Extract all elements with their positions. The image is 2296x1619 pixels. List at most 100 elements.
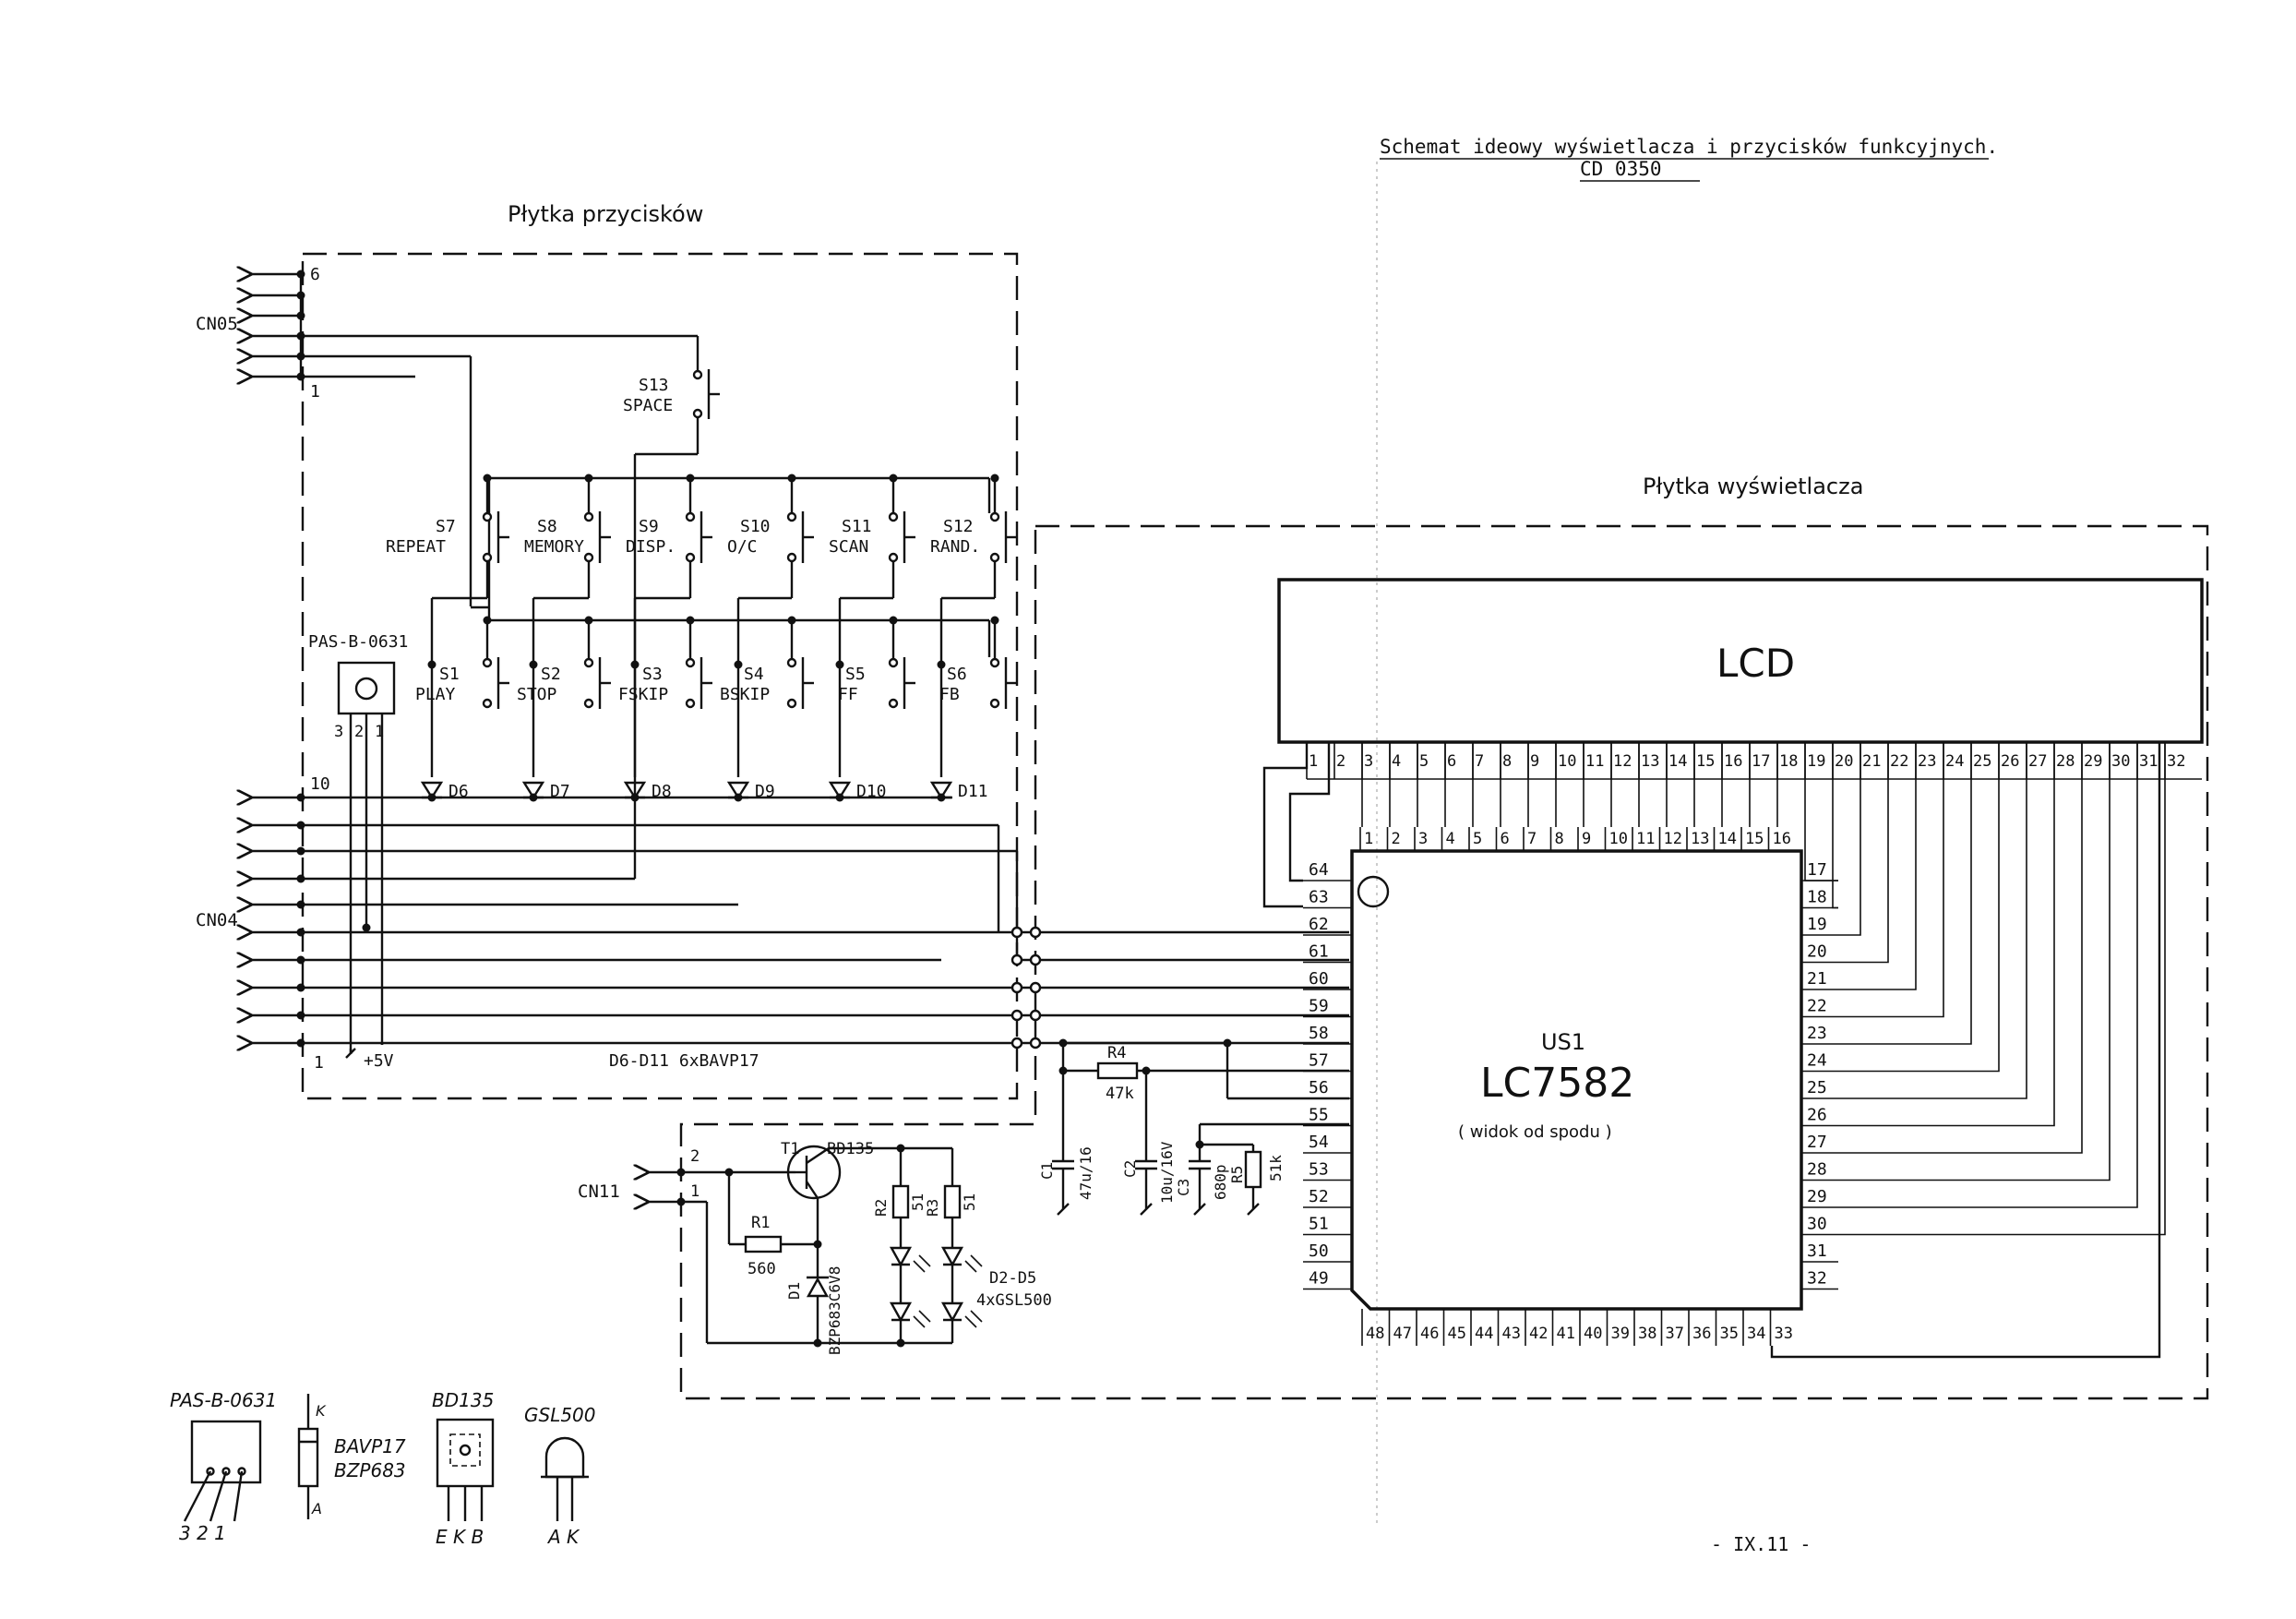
legend-gsl500-name: GSL500: [524, 1404, 596, 1426]
ic-pin-7: 7: [1527, 830, 1537, 848]
lcd-pin-19: 19: [1807, 752, 1825, 771]
switch-s5-ref: S5: [845, 665, 866, 684]
legend-diode-name2: BZP683: [334, 1459, 406, 1481]
cn04-wires: [249, 794, 1349, 1049]
lcd-pin-29: 29: [2084, 752, 2102, 771]
switch-s10-name: O/C: [727, 537, 758, 557]
ic-pin-3: 3: [1418, 830, 1428, 848]
ic-pin-2: 2: [1392, 830, 1401, 848]
switch-s12-name: RAND.: [930, 537, 980, 557]
cn04-pin-1: 1: [314, 1053, 324, 1073]
c1-ref: C1: [1038, 1162, 1056, 1180]
c2-value: 10u/16V: [1158, 1141, 1176, 1204]
lcd-pin-31: 31: [2139, 752, 2158, 771]
lcd-pin-10: 10: [1558, 752, 1576, 771]
lcd-pin-7: 7: [1475, 752, 1484, 771]
lcd-pin-9: 9: [1530, 752, 1539, 771]
r4-value: 47k: [1106, 1085, 1134, 1103]
ic-pin-13: 13: [1691, 830, 1709, 848]
switch-s9-ref: S9: [639, 517, 659, 536]
cn11-pin-1: 1: [690, 1182, 700, 1201]
lcd-pin-18: 18: [1779, 752, 1798, 771]
switch-s8-name: MEMORY: [524, 537, 584, 557]
lcd-pin-11: 11: [1585, 752, 1604, 771]
r3-value: 51: [961, 1193, 978, 1211]
ic-pin-43: 43: [1502, 1325, 1521, 1343]
cn11-pin-2: 2: [690, 1147, 700, 1166]
switch-s13-ref: S13: [639, 376, 669, 395]
legend-diode-a: A: [311, 1500, 322, 1517]
ic-pin-5: 5: [1473, 830, 1482, 848]
lcd-pin-8: 8: [1502, 752, 1512, 771]
lcd-pin-3: 3: [1364, 752, 1373, 771]
ic-pin-10: 10: [1609, 830, 1628, 848]
ic-pin-54: 54: [1309, 1133, 1329, 1152]
ic-pin-25: 25: [1807, 1078, 1827, 1097]
ic-pin-40: 40: [1584, 1325, 1602, 1343]
lcd-pin-15: 15: [1696, 752, 1715, 771]
ic-pin-41: 41: [1557, 1325, 1575, 1343]
ic-pin-23: 23: [1807, 1024, 1827, 1043]
cn05-pin-6: 6: [310, 265, 320, 284]
switch-s5-name: FF: [838, 685, 858, 704]
supply-label: +5V: [364, 1051, 394, 1071]
passives-network: C1 47u/16 R4 47k C2 10u/16V C3 680p R5: [1038, 1038, 1349, 1216]
lcd-pin-6: 6: [1447, 752, 1456, 771]
lcd-pin-13: 13: [1641, 752, 1659, 771]
legend: PAS-B-0631 3 2 1 K A BAVP17 BZP683 BD135…: [170, 1389, 596, 1548]
lcd-pin-28: 28: [2056, 752, 2075, 771]
ic-pin-28: 28: [1807, 1160, 1827, 1180]
switch-s1-name: PLAY: [415, 685, 456, 704]
switch-s13: S13 SPACE: [623, 369, 720, 818]
d1-part: BZP683C6V8: [826, 1266, 843, 1355]
switch-s3-ref: S3: [642, 665, 663, 684]
switch-s9-name: DISP.: [626, 537, 676, 557]
switch-s3-name: FSKIP: [618, 685, 668, 704]
lcd-pin-1: 1: [1309, 752, 1318, 771]
lcd-label: LCD: [1716, 641, 1795, 686]
lcd-pin-4: 4: [1392, 752, 1401, 771]
switch-s7-ref: S7: [436, 517, 456, 536]
ic-pin-34: 34: [1747, 1325, 1765, 1343]
r3-ref: R3: [924, 1199, 941, 1217]
c1-value: 47u/16: [1077, 1146, 1094, 1200]
ic-pin-20: 20: [1807, 942, 1827, 962]
d1-ref: D1: [785, 1282, 803, 1300]
r2-value: 51: [909, 1193, 927, 1211]
lcd-pin-21: 21: [1862, 752, 1881, 771]
ic-pin-64: 64: [1309, 860, 1329, 880]
ir-pin-1: 1: [375, 723, 384, 741]
r1-ref: R1: [751, 1214, 770, 1232]
r5-ref: R5: [1228, 1166, 1246, 1183]
switch-s6-name: FB: [939, 685, 960, 704]
diode-d8-ref: D8: [652, 782, 672, 801]
ic-pin-30: 30: [1807, 1215, 1827, 1234]
switch-s4-ref: S4: [744, 665, 764, 684]
c3-value: 680p: [1212, 1164, 1229, 1200]
ic-pin-46: 46: [1420, 1325, 1439, 1343]
lcd-module: LCD: [1277, 578, 2204, 744]
ic-pin-58: 58: [1309, 1024, 1329, 1043]
ic-pin-4: 4: [1446, 830, 1455, 848]
lcd-pin-5: 5: [1419, 752, 1429, 771]
model-number: CD 0350: [1580, 158, 1662, 180]
backlight-circuit: CN11 2 1 T1 BD135 R1 560 D1 BZP683C6V8: [578, 1140, 1052, 1355]
cn05-wires: [249, 270, 700, 606]
ic-pin-36: 36: [1692, 1325, 1711, 1343]
ic-ref: US1: [1541, 1029, 1585, 1055]
display-board-outline: [679, 524, 2209, 1400]
diode-d6-ref: D6: [448, 782, 469, 801]
ic-pin-18: 18: [1807, 888, 1827, 907]
legend-diode-k: K: [316, 1402, 327, 1420]
diagram-title: Schemat ideowy wyświetlacza i przycisków…: [1380, 136, 1998, 158]
leds-ref: D2-D5: [989, 1269, 1036, 1288]
cn05-pin-1: 1: [310, 382, 320, 402]
r1-value: 560: [747, 1260, 776, 1278]
ic-pin-45: 45: [1448, 1325, 1466, 1343]
switch-s10-ref: S10: [740, 517, 771, 536]
r5-value: 51k: [1267, 1155, 1285, 1181]
